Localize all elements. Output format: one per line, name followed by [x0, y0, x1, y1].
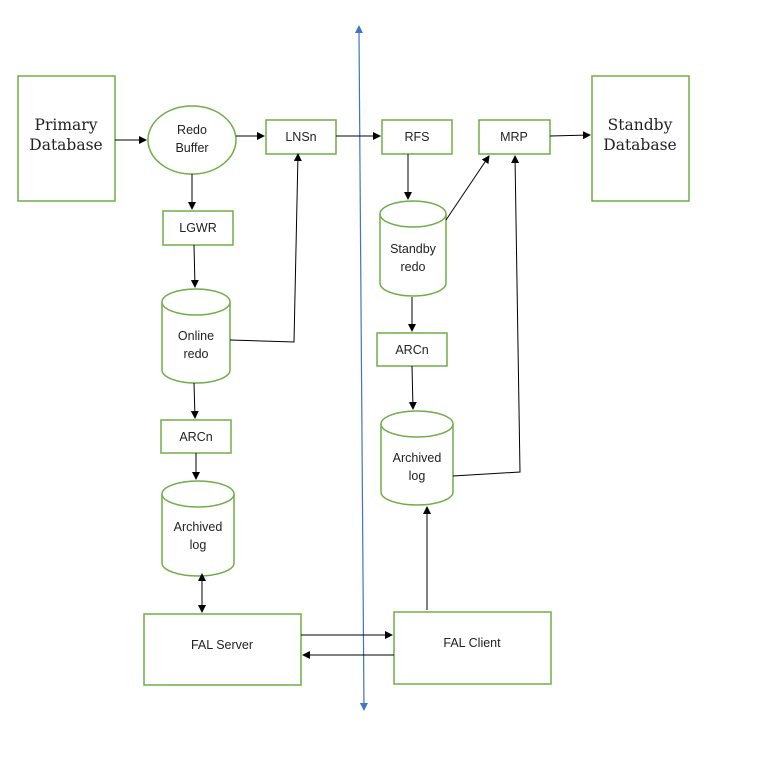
- primary-database-box: [17, 75, 116, 202]
- standby-database-label-line2: Database: [603, 136, 676, 154]
- online-redo-label-line2: redo: [183, 347, 208, 361]
- archived-log-primary-label-line2: log: [190, 538, 207, 552]
- standby-redo-label-line2: redo: [400, 260, 425, 274]
- arrow-online-redo-to-arcn: [190, 382, 199, 419]
- redo-buffer-ellipse: [147, 105, 237, 175]
- arrow-lgwr-to-online-redo: [190, 244, 199, 288]
- arcn-primary-label: ARCn: [179, 430, 212, 444]
- archived-log-standby-label-line1: Archived: [393, 451, 442, 465]
- archived-log-standby-cylinder: [380, 410, 454, 506]
- rfs-label: RFS: [405, 130, 430, 144]
- arcn-standby-box: [376, 332, 448, 367]
- lgwr-label: LGWR: [179, 221, 217, 235]
- arcn-standby-label: ARCn: [395, 343, 428, 357]
- online-redo-cylinder: [161, 288, 231, 384]
- mrp-box: [478, 119, 551, 155]
- primary-database-label-line1: Primary: [35, 116, 98, 134]
- archived-log-primary-cylinder: [161, 480, 235, 577]
- fal-server-label: FAL Server: [191, 638, 253, 652]
- arrow-standby-redo-to-mrp: [445, 155, 490, 221]
- arrow-archived-log-standby-to-mrp: [452, 155, 521, 477]
- redo-buffer-label-line1: Redo: [177, 123, 207, 137]
- arcn-primary-box: [160, 419, 232, 454]
- fal-client-box: [393, 611, 552, 685]
- redo-buffer-label-line2: Buffer: [175, 141, 208, 155]
- archived-log-primary-label-line1: Archived: [174, 520, 223, 534]
- arrow-online-redo-to-lnsn: [229, 153, 302, 343]
- site-divider-line: [355, 25, 368, 711]
- online-redo-label-line1: Online: [178, 329, 214, 343]
- standby-database-box: [591, 75, 690, 202]
- arrow-mrp-to-standby-database: [549, 131, 591, 140]
- mrp-label: MRP: [500, 130, 528, 144]
- arrow-arcn-to-archived-log-standby: [408, 365, 417, 410]
- primary-database-label-line2: Database: [29, 136, 102, 154]
- fal-client-label: FAL Client: [443, 636, 501, 650]
- standby-database-label-line1: Standby: [608, 116, 673, 134]
- archived-log-standby-label-line2: log: [409, 469, 426, 483]
- standby-redo-label-line1: Standby: [390, 242, 437, 256]
- rfs-box: [381, 119, 453, 155]
- standby-redo-cylinder: [379, 200, 447, 297]
- lnsn-label: LNSn: [285, 130, 316, 144]
- fal-server-box: [143, 613, 302, 686]
- lgwr-box: [162, 210, 234, 246]
